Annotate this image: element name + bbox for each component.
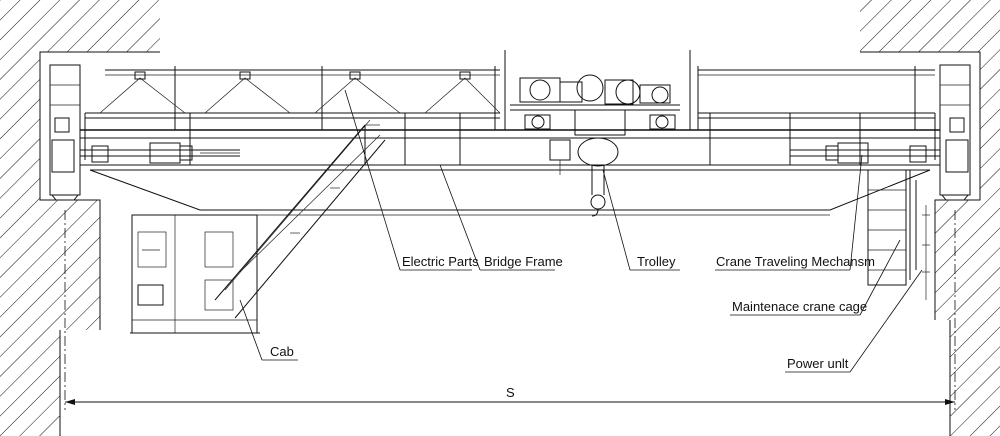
access-stairs: [214, 119, 386, 319]
operator-cab: [130, 214, 260, 334]
label-trolley: Trolley: [637, 254, 676, 269]
span-dimension: [65, 399, 955, 405]
maintenance-cage: [867, 169, 930, 300]
label-cab: Cab: [270, 344, 294, 359]
traveling-mechanism: [80, 142, 940, 164]
right-wall: [860, 0, 1000, 436]
left-end-carriage: [49, 64, 81, 201]
bridge-girder: [80, 129, 940, 216]
label-maintenance-cage: Maintenace crane cage: [732, 299, 867, 314]
span-label: S: [506, 385, 515, 400]
label-bridge-frame: Bridge Frame: [484, 254, 563, 269]
trolley: [504, 50, 691, 217]
label-crane-traveling-mechanism: Crane Traveling Mechansm: [716, 254, 875, 269]
right-end-carriage: [939, 64, 971, 201]
leader-lines: [239, 89, 923, 373]
left-wall: [0, 0, 160, 436]
electric-parts-panels: [99, 71, 501, 114]
label-power-unit: Power unlt: [787, 356, 849, 371]
label-electric-parts: Electric Parts: [402, 254, 479, 269]
